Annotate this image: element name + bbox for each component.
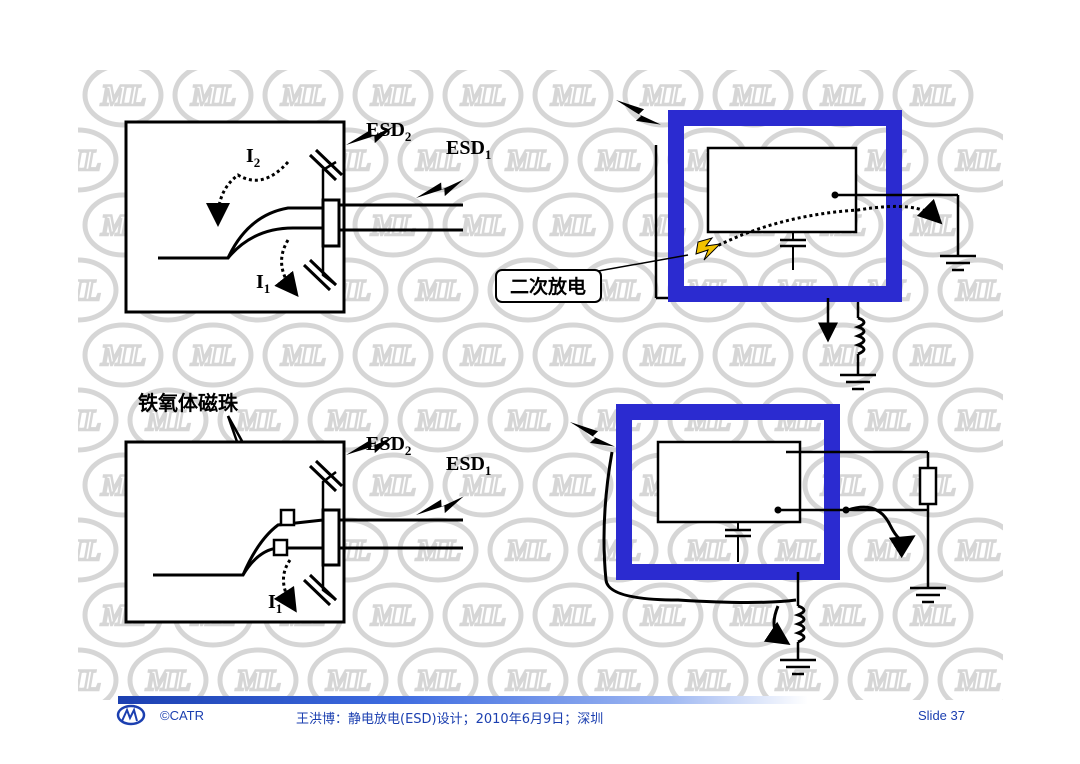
label-esd2-bottom: ESD2: [366, 433, 411, 458]
current-i2-path: [206, 161, 290, 227]
panel-top-left: ESD2 ESD1 I2 I1: [124, 110, 491, 314]
spark-gap-upper: [308, 148, 344, 182]
shield-enclosure-bottom: [616, 404, 840, 580]
callout-secondary-discharge: [495, 269, 602, 303]
esd-diagram: ESD2 ESD1 I2 I1: [124, 93, 976, 676]
label-esd1-top: ESD1: [446, 137, 491, 162]
inductor-symbol: [853, 316, 866, 356]
slide: ML: [78, 70, 1003, 740]
connector-bottom-left: [321, 508, 341, 567]
lightning-icon: [570, 415, 615, 454]
label-i1-top: I1: [256, 271, 270, 296]
footer-bar: [118, 696, 808, 704]
discharge-path-outer: [602, 451, 797, 604]
label-secondary-discharge: 二次放电: [510, 275, 586, 298]
label-esd2-top: ESD2: [366, 119, 411, 144]
label-ferrite-bead: 铁氧体磁珠: [138, 391, 239, 415]
footer-copyright: ©CATR: [160, 708, 205, 723]
pcb-top: [706, 146, 858, 234]
lightning-icon: [416, 480, 464, 531]
trace-b-top-left: [226, 226, 323, 259]
resistor-symbol: [918, 466, 938, 506]
lightning-icon: [616, 93, 661, 132]
footer-title: 王洪博：静电放电(ESD)设计；2010年6月9日；深圳: [296, 712, 604, 727]
panel-top-right: 二次放电: [495, 93, 976, 391]
footer: ©CATR 王洪博：静电放电(ESD)设计；2010年6月9日；深圳 Slide…: [78, 692, 1003, 732]
enclosure-bottom-left: [124, 440, 346, 624]
ferrite-bead-upper: [279, 508, 296, 527]
label-i1-bottom: I1: [268, 591, 282, 616]
spark-icon: [695, 237, 722, 261]
current-i1-path: [274, 239, 299, 298]
label-i2: I2: [246, 145, 260, 170]
discharge-path: [712, 198, 943, 250]
slide-number: Slide 37: [918, 708, 965, 723]
enclosure-top-left: [124, 120, 346, 314]
label-esd1-bottom: ESD1: [446, 453, 491, 478]
catr-logo-icon: [116, 704, 146, 726]
panel-bottom-left: 铁氧体磁珠 ESD2 ESD1 I1: [124, 391, 491, 624]
inductor-symbol: [793, 604, 806, 644]
connector-top-left: [321, 198, 341, 248]
ferrite-bead-lower: [272, 538, 289, 557]
panel-bottom-right: [570, 404, 946, 676]
